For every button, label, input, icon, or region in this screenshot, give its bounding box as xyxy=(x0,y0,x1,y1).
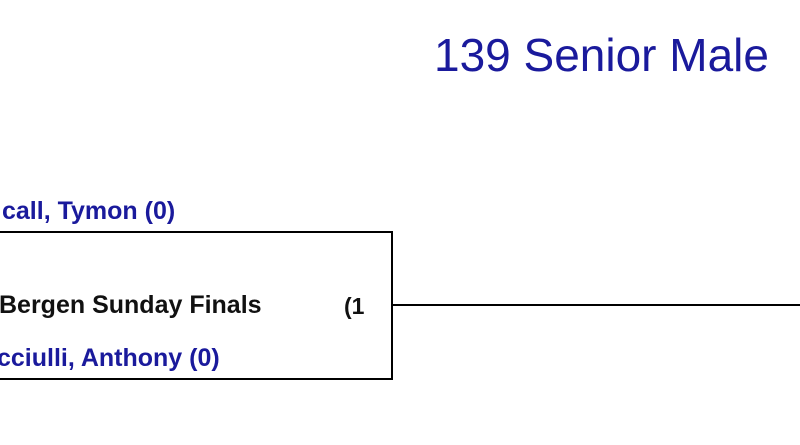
bracket-connector-line xyxy=(391,304,800,306)
bracket-title: 139 Senior Male xyxy=(434,29,769,81)
top-competitor-name: call, Tymon (0) xyxy=(2,197,176,225)
bottom-competitor-name: cciulli, Anthony (0) xyxy=(0,344,220,372)
match-number: (1 xyxy=(344,293,365,319)
event-name: Bergen Sunday Finals xyxy=(0,291,262,319)
